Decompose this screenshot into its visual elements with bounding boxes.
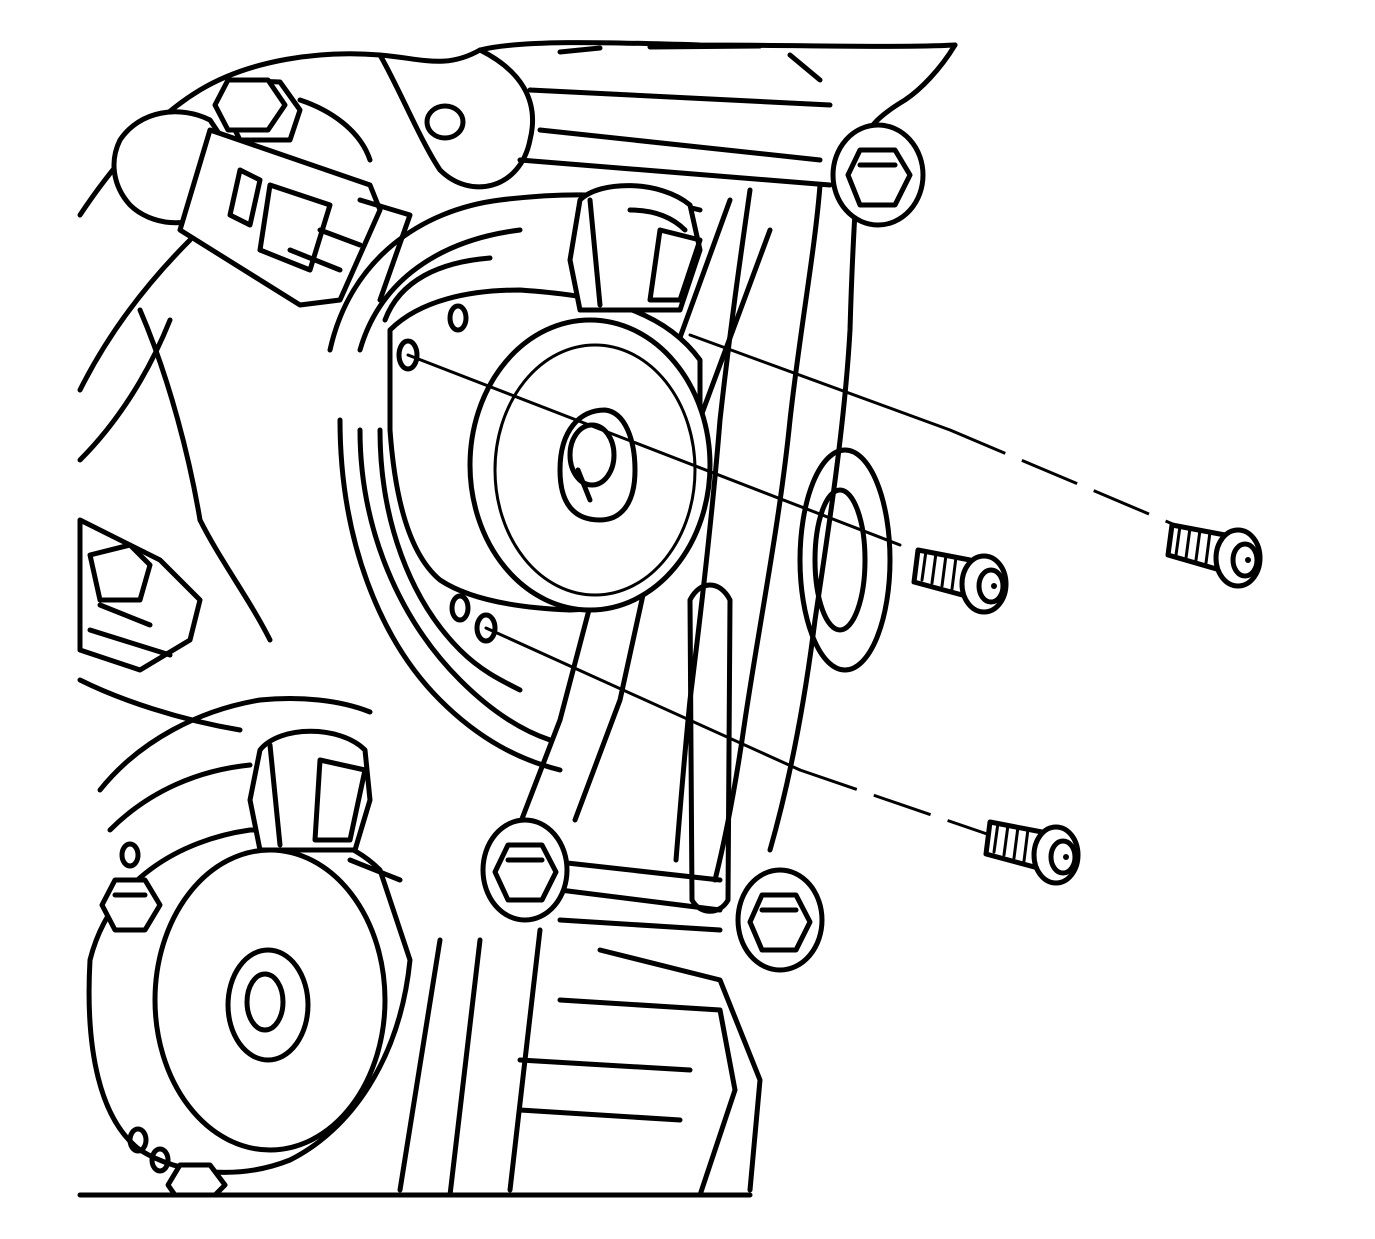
flange-bolt-lower <box>983 819 1081 886</box>
housing-bolt-lower-right <box>735 867 825 973</box>
housing-bolt-left <box>99 877 163 933</box>
flange-bolt-right <box>1165 522 1263 589</box>
housing-bolt-center <box>480 817 570 923</box>
housing-bolts <box>99 77 926 1198</box>
lower-actuator <box>86 728 413 1175</box>
upper-actuator <box>387 183 713 644</box>
housing-bolt-top-left <box>212 77 288 133</box>
housing-bolt-lower-left <box>165 1162 228 1198</box>
wiring-connector-left <box>77 517 203 673</box>
flange-bolt-middle <box>911 547 1009 615</box>
housing-bolt-top-right <box>830 122 926 228</box>
leader-lines <box>406 333 1176 837</box>
